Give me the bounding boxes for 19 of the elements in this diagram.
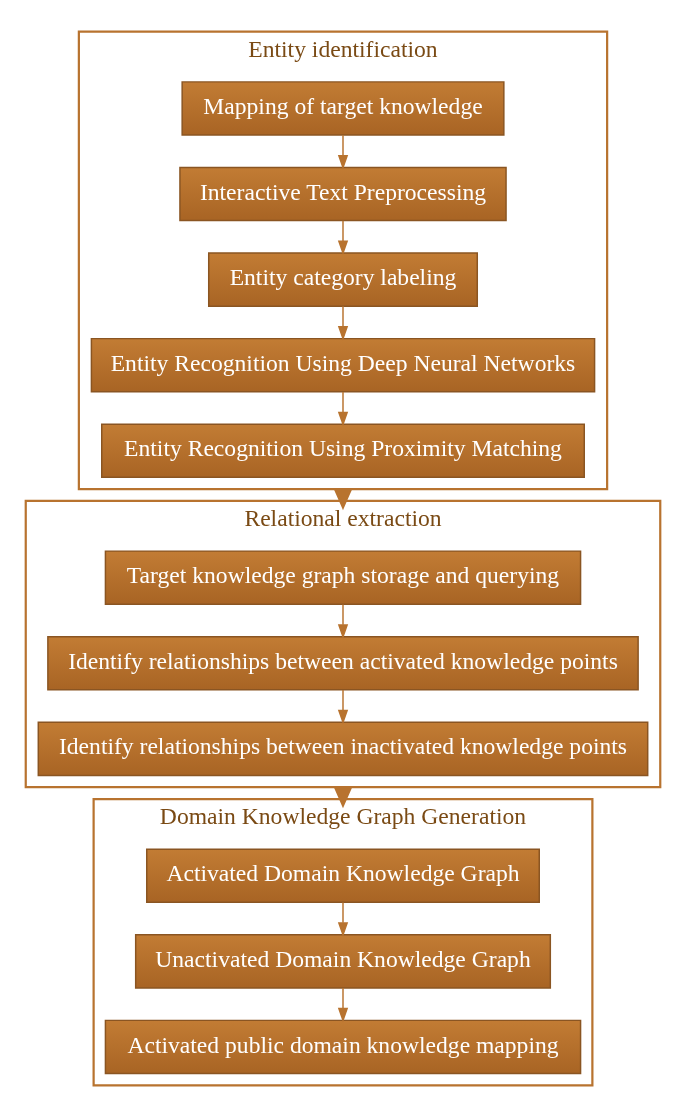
node-box: Entity Recognition Using Deep Neural Networks [90,337,596,393]
node-box: Entity Recognition Using Proximity Matching [101,423,585,479]
arrow [337,305,349,341]
arrow [337,391,349,427]
arrow [337,689,349,725]
node-box: Identify relationships between inactivated knowledge points [37,721,649,777]
node-box: Mapping of target knowledge [181,81,505,136]
node-box: Activated Domain Knowledge Graph [146,848,540,904]
arrow [337,603,349,639]
node-box: Identify relationships between activated knowledge points [47,635,639,691]
node-box: Activated public domain knowledge mapping [104,1019,582,1075]
arrow [337,134,349,170]
node-box: Target knowledge graph storage and querying [104,550,582,605]
arrow [337,987,349,1023]
arrow [337,901,349,938]
node-box: Unactivated Domain Knowledge Graph [134,934,552,989]
arrow [337,220,349,256]
node-box: Entity category labeling [208,252,478,307]
node-box: Interactive Text Preprocessing [179,166,507,222]
